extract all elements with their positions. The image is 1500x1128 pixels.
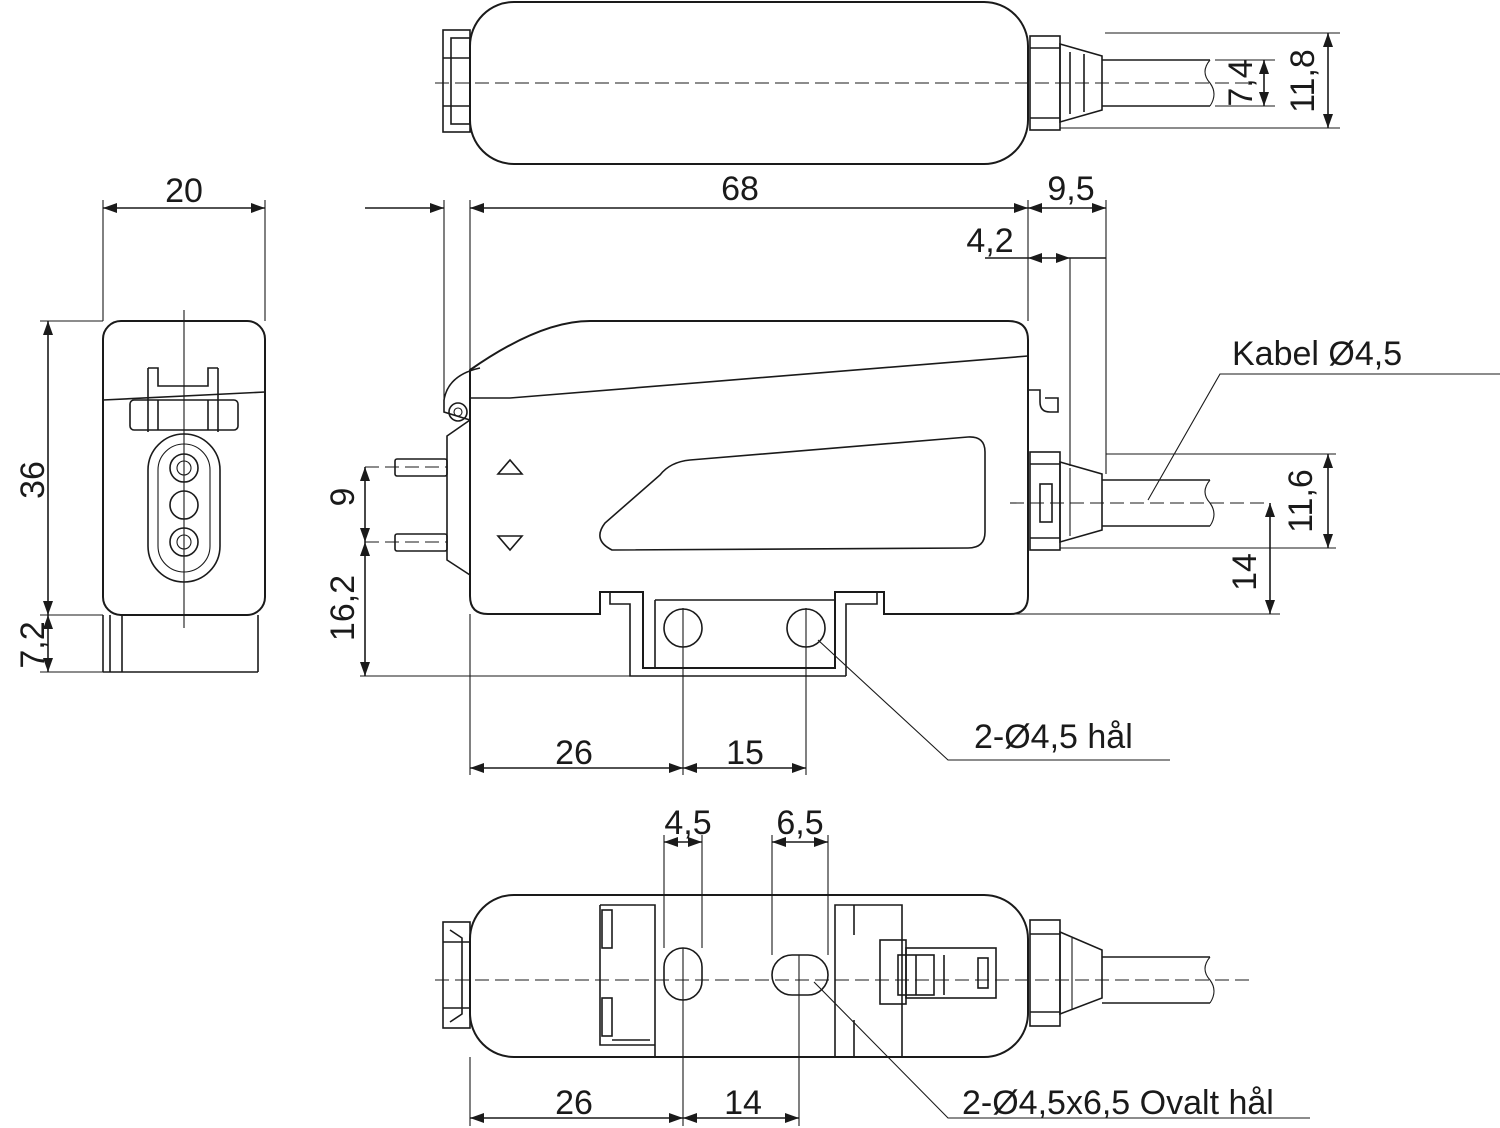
dim-top-height: 11,8 [1284, 49, 1322, 113]
dim-side-connector-depth: 4,2 [966, 222, 1013, 260]
dim-side-hole-offset: 26 [555, 734, 593, 772]
indicator-down-icon [496, 535, 524, 552]
bottom-view: 4,5 6,5 26 14 2-Ø4,5x6,5 Ovalt hål [435, 804, 1310, 1126]
dim-side-cable-offset: 14 [1226, 553, 1264, 591]
note-cable: Kabel Ø4,5 [1232, 335, 1402, 373]
side-view-plug [446, 419, 471, 576]
side-view-window [599, 436, 986, 551]
dim-side-cable-height: 11,6 [1282, 469, 1320, 533]
side-view-pin-upper [394, 458, 448, 477]
side-view-pin-lower [394, 533, 448, 552]
note-holes: 2-Ø4,5 hål [974, 718, 1133, 756]
dim-end-width: 20 [165, 172, 203, 210]
bottom-view-connector [879, 919, 1103, 1027]
dim-bottom-hole-spacing: 14 [724, 1084, 762, 1122]
leader-cable [1147, 373, 1500, 501]
bottom-view-left-clip [442, 921, 471, 1029]
end-view-rail [102, 615, 259, 673]
leader-holes [817, 639, 1170, 761]
dim-side-pin-spacing: 9 [324, 488, 362, 507]
dim-side-connector-len: 9,5 [1047, 170, 1094, 208]
oval-hole-2 [771, 954, 829, 996]
dim-side-hole-spacing: 15 [726, 734, 764, 772]
indicator-up-icon [496, 458, 524, 475]
side-view-connector [1029, 451, 1103, 551]
dim-side-base-height: 16,2 [324, 575, 362, 641]
top-view: 7,4 11,8 [435, 1, 1340, 165]
side-view: 68 9,5 4,2 9 16,2 11,6 [324, 170, 1500, 775]
top-view-cable [1102, 59, 1215, 107]
dim-bottom-hole-offset: 26 [555, 1084, 593, 1122]
note-oval-holes: 2-Ø4,5x6,5 Ovalt hål [962, 1084, 1274, 1122]
top-view-left-clip [442, 29, 471, 133]
dim-bottom-slot-b: 6,5 [776, 804, 823, 842]
side-view-housing [469, 320, 1029, 669]
leader-oval-holes [813, 981, 1310, 1119]
end-view: 20 36 7,2 [14, 172, 266, 673]
side-view-hinge [448, 402, 468, 422]
dim-end-rail: 7,2 [14, 621, 52, 668]
dim-end-height: 36 [14, 461, 52, 499]
dim-bottom-slot-a: 4,5 [664, 804, 711, 842]
dim-side-length: 68 [721, 170, 759, 208]
side-view-rear-latch [1028, 389, 1059, 413]
dim-top-cable-dia: 7,4 [1222, 59, 1260, 106]
